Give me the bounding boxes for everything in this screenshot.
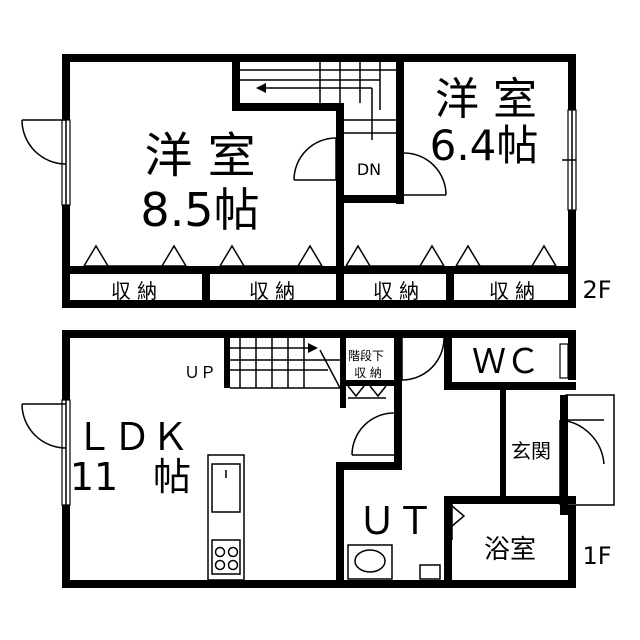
window-2f-right [562, 109, 577, 211]
ldk-size-unit: 帖 [153, 455, 191, 499]
utility-label: ＵＴ [358, 499, 434, 543]
ldk-size-number: 11 [70, 455, 118, 499]
door-hall [351, 412, 395, 456]
storage-label-4: 収 納 [489, 279, 535, 303]
wall-1f-left-upper [62, 330, 70, 400]
wall-stair-left [232, 54, 240, 111]
wall-stair-ledge [232, 103, 336, 111]
door-bath [451, 504, 466, 540]
wall-2f-top [62, 54, 576, 62]
bedroom-b-name: 洋 室 [435, 74, 537, 125]
kitchen-counter [207, 454, 245, 581]
stair-1f [224, 338, 341, 389]
wall-1f-top [62, 330, 576, 338]
window-2f-left [21, 119, 71, 206]
wall-1f-right-upper [568, 330, 576, 380]
wall-storage-b [210, 266, 336, 274]
wall-stair-bottom [336, 195, 398, 203]
stair-1f-label: ＵＰ [184, 363, 216, 382]
wall-storage-div-1 [202, 266, 210, 308]
window-wc [559, 343, 569, 379]
wall-storage-div-2 [446, 266, 454, 308]
wall-storage-a [62, 266, 206, 274]
ldk-name: ＬＤＫ [75, 415, 189, 459]
wall-under-stair-right [394, 338, 402, 408]
stair-2f [240, 62, 396, 140]
wall-ut-top [336, 462, 402, 470]
wall-under-stair-bottom [340, 380, 402, 386]
wall-under-stair-left [340, 338, 346, 408]
storage-doors-2f [83, 244, 557, 267]
bedroom-a-size: 8.5帖 [140, 183, 259, 237]
wall-1f-left-lower [62, 505, 70, 588]
sink [211, 463, 241, 513]
washbasin [347, 544, 441, 580]
storage-label-2: 収 納 [249, 279, 295, 303]
wall-ut-right [444, 496, 452, 588]
wall-hall-right [394, 408, 402, 468]
door-entrance [559, 394, 615, 506]
door-2f-bedroom-a [293, 137, 337, 181]
floor-2f [21, 54, 577, 308]
wall-wc-bottom [444, 382, 576, 390]
wall-ut-left [336, 462, 344, 588]
storage-label-3: 収 納 [373, 279, 419, 303]
door-2f-bedroom-b [403, 152, 447, 196]
wall-stair-mid [336, 103, 344, 203]
wall-2f-left-upper [62, 54, 70, 120]
wall-1f-right-lower [568, 505, 576, 588]
stair-2f-label: DN [357, 160, 381, 179]
stove [211, 539, 241, 575]
wall-bath-top [444, 496, 576, 504]
wall-1f-bottom [62, 580, 576, 588]
wall-2f-center [336, 195, 344, 308]
wall-1f-entrance [560, 395, 568, 515]
wall-2f-bottom [62, 300, 576, 308]
wall-wc-left [444, 338, 452, 390]
level-2f: 2F [582, 276, 611, 304]
storage-label-1: 収 納 [111, 279, 157, 303]
floor-1f [21, 330, 615, 588]
window-1f-left [21, 399, 71, 506]
wall-entrance-left [500, 390, 506, 496]
wall-storage-d [454, 266, 576, 274]
under-stair-storage [340, 338, 402, 408]
under-stair-label-1: 階段下 [348, 348, 384, 363]
wall-2f-divider [396, 54, 404, 204]
bedroom-a-name: 洋 室 [144, 128, 255, 184]
wall-2f-right-upper [568, 54, 576, 110]
level-1f: 1F [582, 542, 611, 570]
bath-label: 浴室 [484, 535, 536, 565]
bedroom-b-size: 6.4帖 [430, 121, 539, 170]
door-wc [401, 337, 445, 381]
wall-stair-1f [224, 338, 230, 388]
wc-label: ＷＣ [472, 342, 540, 382]
wall-storage-c [344, 266, 450, 274]
wall-2f-left-lower [62, 205, 70, 308]
wall-2f-right-lower [568, 210, 576, 308]
under-stair-label-2: 収 納 [354, 366, 382, 380]
entrance-label: 玄関 [511, 439, 551, 463]
